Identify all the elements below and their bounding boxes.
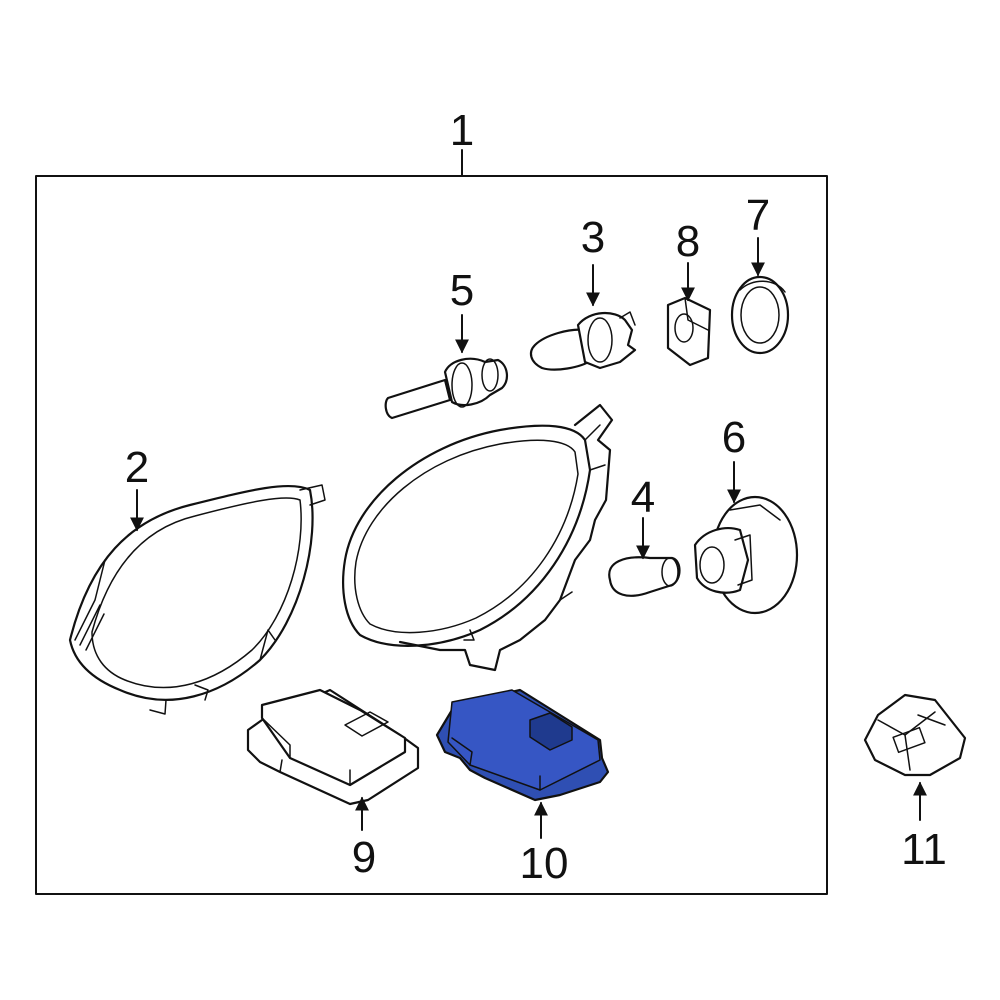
socket-part-6[interactable] <box>693 495 799 615</box>
seal-ring-part-7[interactable] <box>730 275 790 355</box>
callout-number-2: 2 <box>125 443 149 492</box>
control-module-part-10[interactable] <box>435 688 610 802</box>
callout-number-9: 9 <box>352 833 376 882</box>
bulb-part-3[interactable] <box>529 311 637 371</box>
callout-number-5: 5 <box>450 266 474 315</box>
callout-number-1: 1 <box>450 106 474 155</box>
callout-number-11: 11 <box>901 825 947 874</box>
bulb-part-4[interactable] <box>608 556 681 597</box>
headlamp-housing[interactable] <box>342 403 614 672</box>
control-module-part-9[interactable] <box>246 688 420 806</box>
bulb-part-5[interactable] <box>384 357 508 420</box>
callout-number-6: 6 <box>722 413 746 462</box>
headlamp-lens-part-2[interactable] <box>68 484 326 715</box>
callout-number-8: 8 <box>676 217 700 266</box>
assembly-frame <box>35 175 828 895</box>
callout-number-10: 10 <box>520 839 569 888</box>
connector-part-11[interactable] <box>863 693 967 777</box>
callout-number-7: 7 <box>746 191 770 240</box>
grommet-part-8[interactable] <box>666 296 712 367</box>
callout-number-4: 4 <box>631 473 655 522</box>
callout-number-3: 3 <box>581 213 605 262</box>
